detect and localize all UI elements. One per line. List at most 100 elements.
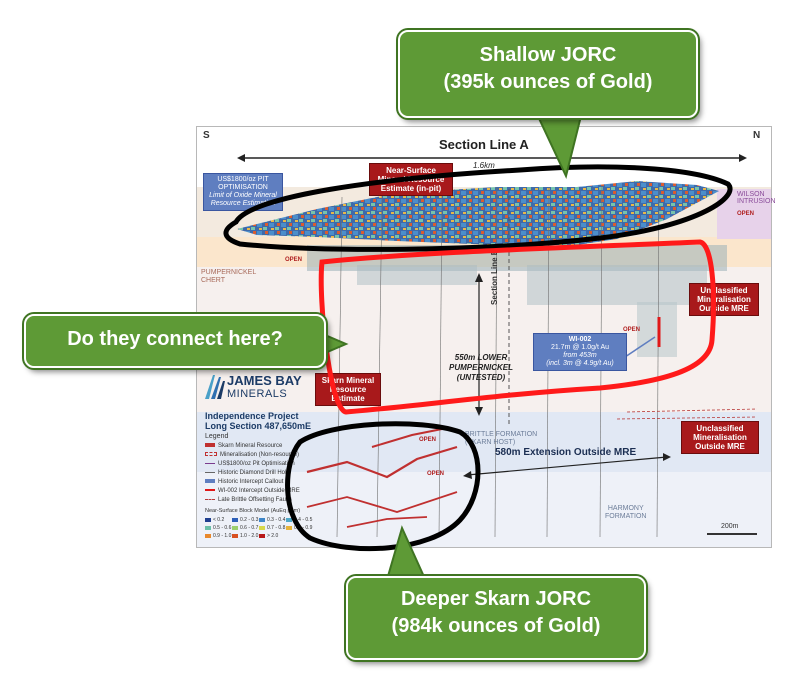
south-label: S <box>203 130 210 141</box>
section-title: Section Line A <box>439 137 529 152</box>
grade-legend-item: 0.7 - 0.8 <box>259 525 285 531</box>
unclassified-top-box: Unclassified Mineralisation Outside MRE <box>689 283 759 316</box>
scale-bar-label: 200m <box>721 523 739 530</box>
chert-line: PUMPERNICKEL <box>201 269 257 276</box>
open-label: OPEN <box>427 471 445 477</box>
grade-legend-grid: < 0.2 0.2 - 0.3 0.3 - 0.4 0.4 - 0.5 0.5 - 0.… <box>205 517 312 541</box>
legend-item: WI-002 Intercept Outside MRE <box>205 488 300 494</box>
grade-legend-item: 0.4 - 0.5 <box>286 517 312 523</box>
legend-item: Mineralisation (Non-resource) <box>205 452 299 458</box>
legend-project: Independence Project <box>205 411 299 421</box>
connect-callout-text: Do they connect here? <box>67 328 283 350</box>
wi002-intercept-box: WI-002 21.7m @ 1.0g/t Au from 453m (incl… <box>533 333 627 371</box>
grade-swatch <box>205 533 211 538</box>
harmony-line: HARMONY <box>607 505 644 512</box>
unclassified-line: Outside MRE <box>695 442 745 451</box>
connection-zone-outline <box>318 239 716 415</box>
open-label: OPEN <box>623 327 641 333</box>
grade-label: 0.9 - 1.0 <box>213 533 232 539</box>
sky-band <box>197 127 771 187</box>
block-model-title: Near-Surface Block Model (AuEq ppm) <box>205 508 301 514</box>
grade-legend-item: > 2.0 <box>259 533 278 539</box>
wi002-line: 21.7m @ 1.0g/t Au <box>550 344 610 351</box>
grade-label: > 2.0 <box>267 533 279 539</box>
skarn-resource-box: Skarn Mineral Resource Estimate <box>315 373 381 406</box>
extension-label: 580m Extension Outside MRE <box>495 447 637 458</box>
length-label: 1.6km <box>473 161 495 170</box>
legend-item-label: Late Brittle Offsetting Faults <box>218 497 292 503</box>
grade-swatch <box>286 525 292 530</box>
legend-item-label: WI-002 Intercept Outside MRE <box>218 488 300 494</box>
wi002-line: from 453m <box>563 352 597 359</box>
grade-legend-item: < 0.2 <box>205 517 224 523</box>
grade-swatch <box>259 533 265 538</box>
company-logo: JAMES BAY MINERALS <box>203 371 303 407</box>
grade-legend-item: 0.5 - 0.6 <box>205 525 231 531</box>
grade-swatch <box>205 525 211 530</box>
length-arrow <box>237 154 747 162</box>
legend-item-label: Historic Intercept Callout <box>218 479 284 485</box>
unclassified-line: Mineralisation <box>693 433 747 442</box>
grade-label: < 0.2 <box>213 517 225 523</box>
grade-swatch <box>286 517 292 522</box>
pit-box-line: US$1800/oz PIT <box>217 176 269 183</box>
brittle-line: BRITTLE FORMATION <box>465 431 538 438</box>
pit-box-line: OPTIMISATION <box>218 184 268 191</box>
legend-item: Late Brittle Offsetting Faults <box>205 497 292 503</box>
skarn-line: Skarn Mineral <box>321 376 375 385</box>
logo-line1: JAMES BAY <box>227 373 302 388</box>
legend-heading: Legend <box>205 433 229 440</box>
legend-panel: Independence Project Long Section 487,65… <box>201 411 312 541</box>
lower-pumpernickel-line: 550m LOWER <box>454 353 508 362</box>
legend-item-label: Mineralisation (Non-resource) <box>220 452 300 458</box>
open-label: OPEN <box>285 257 303 263</box>
grade-label: 0.7 - 0.8 <box>267 525 286 531</box>
grade-label: 0.3 - 0.4 <box>267 517 286 523</box>
grade-label: 0.5 - 0.6 <box>213 525 232 531</box>
wilson-line: WILSON <box>737 191 765 198</box>
scale-bar <box>707 533 757 535</box>
lower-pumpernickel-line: (UNTESTED) <box>456 373 506 382</box>
pit-box-line: Resource Estimation <box>210 200 276 207</box>
grade-legend-item: 0.2 - 0.3 <box>232 517 258 523</box>
wi002-line: (incl. 3m @ 4.9g/t Au) <box>546 360 614 367</box>
grade-swatch <box>259 517 265 522</box>
grade-label: 1.0 - 2.0 <box>240 533 259 539</box>
unclassified-line: Outside MRE <box>699 304 749 313</box>
legend-item-label: Historic Diamond Drill Hole <box>218 470 290 476</box>
grade-legend-item: 0.9 - 1.0 <box>205 533 231 539</box>
open-label: OPEN <box>419 437 437 443</box>
logo-line2: MINERALS <box>227 388 288 400</box>
wilson-line: INTRUSION <box>737 198 776 205</box>
unclassified-line: Mineralisation <box>697 295 751 304</box>
shallow-zone-outline <box>223 164 733 252</box>
deeper-zone-outline <box>285 421 481 552</box>
grade-legend-item: 1.0 - 2.0 <box>232 533 258 539</box>
logo-mark-icon <box>205 375 225 399</box>
grade-swatch <box>232 525 238 530</box>
open-label: OPEN <box>737 211 755 217</box>
shallow-callout-line2: (395k ounces of Gold) <box>443 71 653 93</box>
legend-item: Historic Intercept Callout <box>205 479 283 485</box>
harmony-line: FORMATION <box>605 513 647 520</box>
shallow-callout-line1: Shallow JORC <box>479 44 617 66</box>
near-surface-line: Estimate (in-pit) <box>380 184 442 193</box>
lower-pumpernickel-line: PUMPERNICKEL <box>449 363 514 372</box>
legend-item: Skarn Mineral Resource <box>205 443 282 449</box>
grade-label: 0.8 - 0.9 <box>294 525 313 531</box>
legend-item-label: US$1800/oz Pit Optimisation <box>218 461 295 467</box>
pit-box-line: Limit of Oxide Mineral <box>209 192 277 199</box>
deeper-callout-line1: Deeper Skarn JORC <box>400 588 592 610</box>
grade-label: 0.6 - 0.7 <box>240 525 259 531</box>
grade-swatch <box>259 525 265 530</box>
grade-legend-item: 0.6 - 0.7 <box>232 525 258 531</box>
deeper-callout-line2: (984k ounces of Gold) <box>391 615 601 637</box>
brittle-formation-label: BRITTLE FORMATION (SKARN HOST) <box>465 431 537 447</box>
grade-label: 0.4 - 0.5 <box>294 517 313 523</box>
unclassified-line: Unclassified <box>700 286 748 295</box>
skarn-line: Estimate <box>331 394 365 403</box>
grade-legend-item: 0.8 - 0.9 <box>286 525 312 531</box>
north-label: N <box>753 130 761 141</box>
grade-label: 0.2 - 0.3 <box>240 517 259 523</box>
brittle-line: (SKARN HOST) <box>465 439 516 446</box>
